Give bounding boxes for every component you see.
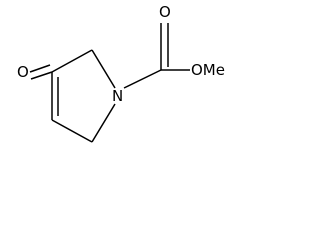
bond-n1-c2 [91,103,116,143]
bond-c5-o-outer [30,71,53,80]
atom-label-ketone-oxygen: O [17,63,29,81]
chemical-structure: O N O OMe [17,3,225,143]
atom-label-methoxy: OMe [191,61,225,79]
atom-label-ring-nitrogen: N [112,87,123,105]
bond-c2-c3 [51,119,93,143]
atom-label-carbonyl-oxygen: O [159,3,171,21]
bond-c6-n1 [91,49,116,89]
bond-n1-ccarbonyl [123,69,162,89]
bond-c5-o-inner [29,64,51,73]
bond-c5-c6 [51,49,93,73]
